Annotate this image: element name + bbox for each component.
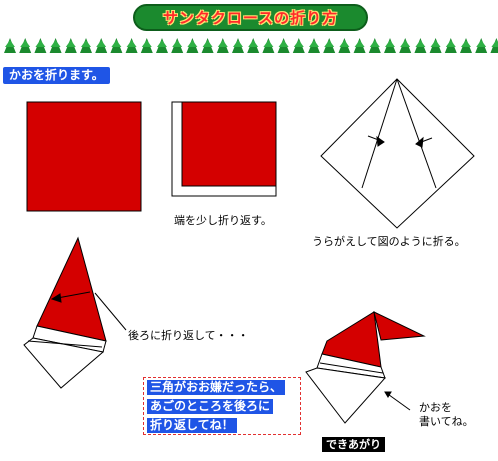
tree-highlight [339,40,350,47]
tree-highlight [157,40,167,47]
tree-highlight [217,40,228,47]
tree-highlight [324,40,335,47]
caption-flip-fold: うらがえして図のように折る。 [312,235,466,248]
tree-highlight [445,40,456,47]
tree-highlight [263,40,274,47]
tree-highlight [400,40,411,47]
diamond-fold [320,78,475,229]
tree-highlight [430,40,441,47]
tree-highlight [126,40,137,47]
tree-border [4,38,498,53]
tree-highlight [96,40,107,47]
tree-highlight [491,40,498,47]
tree-highlight [50,40,61,47]
tree-highlight [187,40,198,47]
tree-highlight [476,40,487,47]
finished-santa [305,311,426,424]
tree-highlight [233,40,243,47]
tree-highlight [248,40,259,47]
note-line-3: 折り返してね！ [147,418,237,433]
tree-highlight [293,40,304,47]
note-line-2: あごのところを後ろに [147,399,274,414]
tree-highlight [461,40,471,47]
caption-draw-face-1: かおを [419,401,452,414]
tree-highlight [141,40,152,47]
red-square [26,101,142,212]
tree-highlight [111,40,122,47]
caption-fold-back: 後ろに折り返して・・・ [128,329,249,342]
folded-edge-square [171,101,277,197]
page-title: サンタクロースの折り方 [162,9,339,27]
tree-highlight [415,40,426,47]
caption-fold-edge: 端を少し折り返す。 [174,214,272,227]
tree-highlight [81,40,91,47]
tree-highlight [172,40,183,47]
done-label: できあがり [322,437,385,452]
tree-highlight [35,40,46,47]
tree-highlight [354,40,365,47]
tree-highlight [369,40,380,47]
tree-highlight [202,40,213,47]
note-line-1: 三角がおお嫌だったら、 [147,380,286,395]
step-banner: かおを折ります。 [3,67,110,84]
tree-highlight [309,40,319,47]
tree-highlight [65,40,76,47]
tree-highlight [5,40,15,47]
tree-highlight [278,40,289,47]
tree-highlight [20,40,31,47]
alternative-note: 三角がおお嫌だったら、 あごのところを後ろに 折り返してね！ [143,377,301,435]
title-banner: サンタクロースの折り方 [133,4,368,31]
tree-highlight [385,40,395,47]
cone-fold [23,236,127,389]
caption-draw-face-2: 書いてね。 [419,415,474,428]
